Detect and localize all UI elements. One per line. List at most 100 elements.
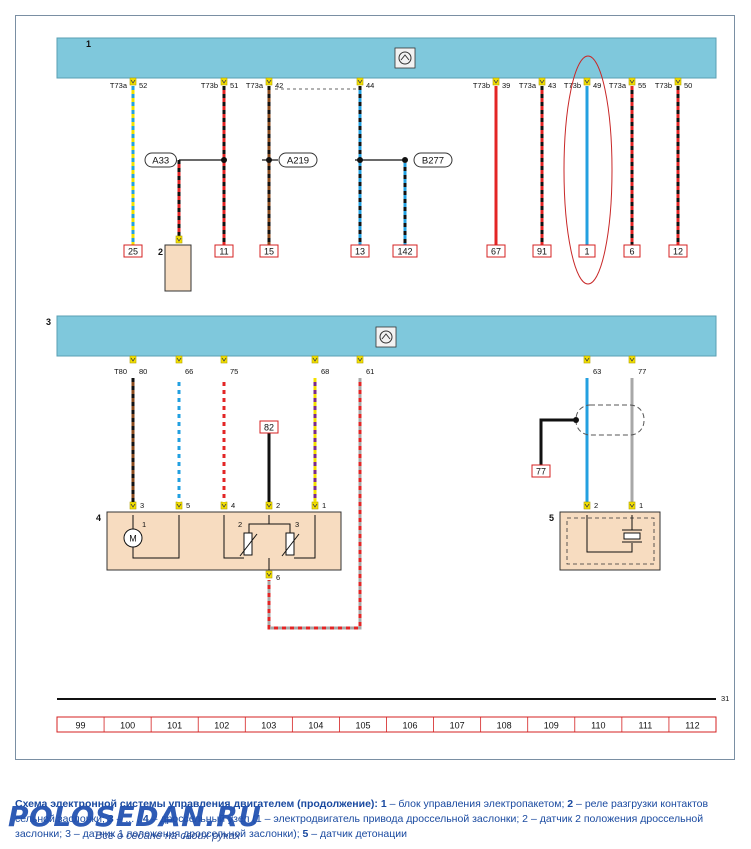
block1-conn-8: T73b [655,81,672,90]
block3-pin-66-arrow [176,357,182,362]
block1-dest-67-label: 67 [491,247,501,257]
block3-pin-61-arrow [357,357,363,362]
block4-pin-1-arrow [312,503,318,508]
block1-pin-51 [220,77,228,86]
watermark-logo: POLOSEDAN.RU [8,800,262,833]
block1-pin-39-arrow [493,79,499,84]
block1-dest-12 [668,244,688,258]
block3-pin-label-6: 77 [638,367,646,376]
block4-internal-3: 3 [295,520,299,529]
caption-t5: – датчик детонации [308,828,407,840]
grid-cell-107: 107 [450,721,465,731]
block1-ecu-bar [56,37,717,79]
block1-dest-25 [123,244,143,258]
block1-pin-42-arrow [266,79,272,84]
grid-cell-104: 104 [308,721,323,731]
block1-pin-44-arrow [357,79,363,84]
block1-dest-11-label: 11 [219,247,228,257]
block1-pin-label-5: 43 [548,81,556,90]
block4-pin-label-3: 2 [276,501,280,510]
block1-pin-39 [492,77,500,86]
diagram-frame [15,15,735,760]
block1-conn-0: T73a [110,81,128,90]
knock-lead-left [586,515,633,553]
block1-dest-12-label: 12 [673,247,683,257]
sensor1-arrow [281,533,300,557]
block2-relay [164,244,192,292]
motor-label: M [129,534,137,544]
block1-pin-50 [674,77,682,86]
block3-pin-label-2: 75 [230,367,238,376]
splice-b277 [413,152,453,168]
block1-pin-52-arrow [130,79,136,84]
grid-cell-101: 101 [167,721,182,731]
block1-dest-13 [350,244,370,258]
block3-pin-77 [628,355,636,364]
caption-n4: 4 [142,813,149,825]
piezo-element [623,532,641,540]
block1-dest-91-label: 91 [537,247,547,257]
block1-pin-55 [628,77,636,86]
block1-dest-91 [532,244,552,258]
block4-pin-label-2: 4 [231,501,235,510]
sensor-left-lead [223,515,244,559]
block1-pin-50-arrow [675,79,681,84]
block5-number: 5 [549,513,554,523]
shield-wire [539,418,576,465]
block1-conn-4: T73b [473,81,490,90]
block1-dest-6-label: 6 [629,247,634,257]
block2-number: 2 [158,247,163,257]
block5-shield [566,517,655,565]
block3-ecu-icon-ring [379,330,393,344]
block1-pin-label-3: 44 [366,81,374,90]
grid-cell-111: 111 [639,721,653,731]
block4-pin-5-arrow [176,503,182,508]
highlight-ellipse [563,55,613,285]
grid-cell-100: 100 [120,721,135,731]
block3-pin-label-0: 80 [139,367,147,376]
block1-dest-15-label: 15 [264,247,274,257]
block3-pin-63-arrow [584,357,590,362]
block1-ecu-icon-ring [398,51,412,65]
block3-pin-label-3: 68 [321,367,329,376]
block5-pin-2-arrow [584,503,590,508]
wire-61 [267,378,362,630]
block3-pin-75-arrow [221,357,227,362]
block1-pin-42 [265,77,273,86]
block3-pin-66 [175,355,183,364]
block1-pin-43-arrow [539,79,545,84]
caption-n2: 2 [567,798,574,810]
block5-knock-sensor [559,511,661,571]
block4-pin-label-5: 6 [276,573,280,582]
splice-a219 [278,152,318,168]
block3-pin-80 [129,355,137,364]
block1-conn-1: T73b [201,81,218,90]
grid-cell-103: 103 [261,721,276,731]
block1-pin-label-0: 52 [139,81,147,90]
block1-pin-51-arrow [221,79,227,84]
block3-pin-68 [311,355,319,364]
grid-cell-102: 102 [214,721,229,731]
block3-number: 3 [46,317,51,327]
block3-pin-63 [583,355,591,364]
caption-t3: – ... ; [113,813,143,825]
block3-pin-68-arrow [312,357,318,362]
ref-82-label: 82 [264,423,274,433]
block1-conn-5: T73a [519,81,537,90]
block1-dest-67 [486,244,506,258]
ref-77-label: 77 [536,467,546,477]
block1-ecu-icon-mark [400,54,410,61]
block3-pin-label-1: 66 [185,367,193,376]
ground-number: 31 [721,694,729,703]
ref-77 [531,464,551,478]
caption-t2: – реле разгрузки контактов сельной засло… [15,798,709,825]
grid-cell-99: 99 [76,721,86,731]
block5-pin-1 [628,501,636,510]
block1-conn-2: T73a [246,81,264,90]
grid-cell-105: 105 [355,721,370,731]
block1-pin-44 [356,77,364,86]
block4-pin-label-4: 1 [322,501,326,510]
block5-pin-label-1: 1 [639,501,643,510]
splice-dot-b277 [402,157,408,163]
